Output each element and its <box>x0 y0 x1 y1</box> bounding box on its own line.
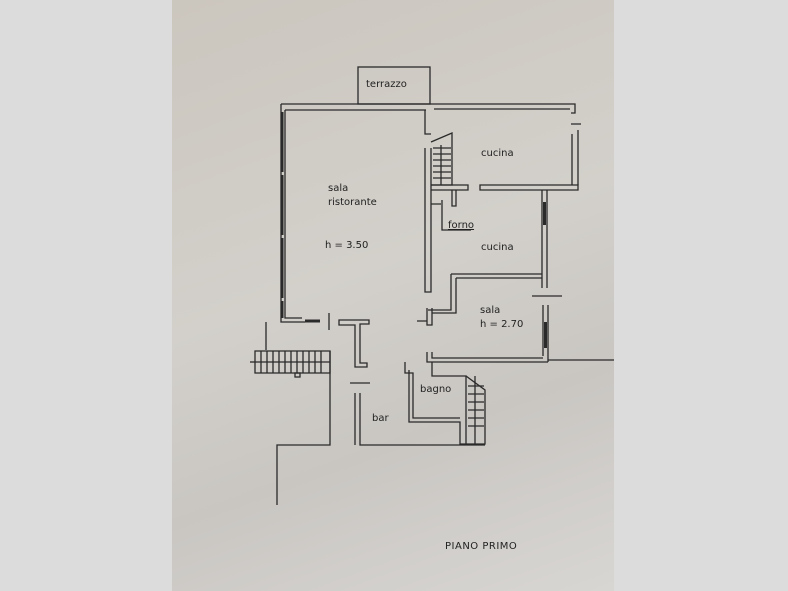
room-label-forno: forno <box>448 220 475 231</box>
room-label-cucina-middle: cucina <box>481 242 514 253</box>
room-label-cucina-top: cucina <box>481 148 514 159</box>
cucina-right-wall <box>571 123 581 185</box>
cucina-middle-right-wall <box>541 190 548 288</box>
plan-title: PIANO PRIMO <box>445 541 518 552</box>
forno-leader <box>441 200 471 231</box>
forno-wall <box>431 190 457 207</box>
cucina-wall <box>431 184 579 191</box>
sala-bottom-wall <box>426 352 614 363</box>
sala-right-wall <box>542 305 549 362</box>
bar-wall <box>354 393 407 446</box>
room-label-bar: bar <box>372 413 389 424</box>
room-height-sala: h = 2.70 <box>480 319 524 330</box>
left-wall <box>280 104 305 323</box>
top-wall-left <box>281 103 431 111</box>
cucina-lower-wall <box>428 273 542 314</box>
room-label-sala-ristorante-2: ristorante <box>328 197 377 208</box>
top-wall-right <box>431 103 576 114</box>
door-jamb <box>417 308 433 326</box>
bagno-wall <box>404 362 467 445</box>
room-label-bagno: bagno <box>420 384 452 395</box>
partition-wall <box>424 110 432 293</box>
left-outer-line <box>276 351 331 505</box>
stairs-top <box>430 132 453 186</box>
stairs-left <box>254 322 331 378</box>
room-label-terrazzo: terrazzo <box>366 79 407 90</box>
column-wall <box>338 319 370 368</box>
room-label-sala-ristorante: sala <box>328 183 349 194</box>
room-label-sala: sala <box>480 305 501 316</box>
room-height-sala-ristorante: h = 3.50 <box>325 240 369 251</box>
stairs-bagno <box>465 375 486 445</box>
